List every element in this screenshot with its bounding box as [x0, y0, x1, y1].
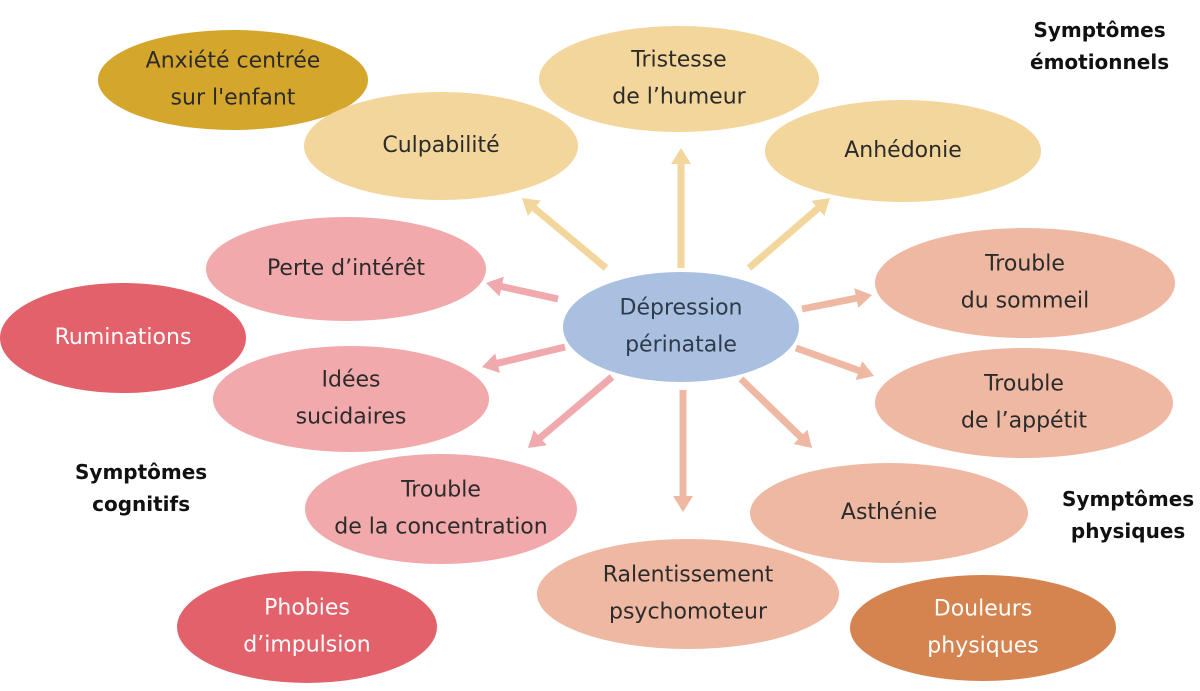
node-trouble-sommeil-label-1: Trouble: [984, 252, 1065, 277]
node-anhedonie-ellipse: [765, 100, 1041, 202]
arrows-layer: [482, 148, 874, 512]
node-trouble-sommeil-label-2: du sommeil: [961, 289, 1089, 314]
node-idees-suicidaires: Idées sucidaires: [213, 346, 489, 452]
node-ruminations: Ruminations: [0, 283, 246, 393]
node-center-ellipse: [563, 272, 799, 382]
node-asthenie-ellipse: [750, 463, 1028, 563]
group-label-physical-line-1: Symptômes: [1062, 487, 1195, 511]
node-tristesse-label-1: Tristesse: [630, 48, 726, 73]
node-phobies-label-2: d’impulsion: [243, 633, 371, 658]
group-label-cognitive-line-1: Symptômes: [75, 460, 208, 484]
arrow-to-trouble-appetit: [794, 344, 874, 380]
node-trouble-appetit-ellipse: [875, 348, 1173, 458]
node-trouble-sommeil-ellipse: [875, 228, 1175, 338]
node-asthenie: Asthénie: [750, 463, 1028, 563]
group-label-physical: Symptômes physiques: [1062, 483, 1194, 547]
node-ralentissement-label-1: Ralentissement: [603, 563, 774, 588]
node-culpabilite: Culpabilité: [304, 92, 578, 200]
node-ralentissement-label-2: psychomoteur: [609, 600, 768, 625]
node-center-label-2: périnatale: [625, 333, 737, 358]
arrow-to-trouble-sommeil: [801, 288, 872, 313]
node-trouble-appetit: Trouble de l’appétit: [875, 348, 1173, 458]
node-trouble-concentration-ellipse: [305, 454, 577, 564]
node-asthenie-label-1: Asthénie: [841, 500, 937, 525]
node-anhedonie-label-1: Anhédonie: [844, 138, 962, 163]
arrow-to-perte-interet: [486, 276, 559, 303]
node-ruminations-label-1: Ruminations: [55, 325, 192, 350]
node-idees-suicidaires-label-1: Idées: [322, 368, 381, 393]
node-anxiete-ellipse: [98, 30, 368, 130]
node-culpabilite-label-1: Culpabilité: [382, 133, 499, 158]
arrow-to-asthenie: [738, 376, 812, 448]
node-trouble-concentration-label-1: Trouble: [400, 478, 481, 503]
node-phobies-ellipse: [177, 571, 437, 683]
node-anxiete-label-2: sur l'enfant: [171, 86, 296, 111]
node-culpabilite-ellipse: [304, 92, 578, 200]
node-idees-suicidaires-label-2: sucidaires: [296, 405, 407, 430]
group-label-cognitive-line-2: cognitifs: [92, 492, 191, 516]
node-trouble-concentration-label-2: de la concentration: [334, 515, 547, 540]
node-douleurs-ellipse: [850, 575, 1116, 681]
arrow-to-culpabilite: [522, 198, 609, 271]
arrow-to-idees-suicidaires: [482, 343, 566, 373]
node-center-label-1: Dépression: [620, 296, 743, 321]
node-perte-interet: Perte d’intérêt: [206, 217, 486, 321]
node-tristesse: Tristesse de l’humeur: [539, 26, 819, 132]
node-perte-interet-label-1: Perte d’intérêt: [267, 256, 425, 281]
node-phobies-label-1: Phobies: [264, 596, 350, 621]
group-label-physical-line-2: physiques: [1070, 519, 1186, 543]
node-perte-interet-ellipse: [206, 217, 486, 321]
node-tristesse-label-2: de l’humeur: [612, 85, 746, 110]
node-trouble-appetit-label-1: Trouble: [983, 372, 1064, 397]
group-label-emotional-line-2: émotionnels: [1030, 50, 1170, 74]
node-anxiete: Anxiété centrée sur l'enfant: [98, 30, 368, 130]
node-anxiete-label-1: Anxiété centrée: [146, 49, 321, 74]
node-douleurs-label-1: Douleurs: [934, 597, 1032, 622]
node-ruminations-ellipse: [0, 283, 246, 393]
node-tristesse-ellipse: [539, 26, 819, 132]
nodes-layer: Anxiété centrée sur l'enfant Tristesse de l…: [0, 26, 1175, 683]
arrow-to-tristesse: [671, 148, 691, 268]
node-idees-suicidaires-ellipse: [213, 346, 489, 452]
group-label-cognitive: Symptômes cognitifs: [75, 456, 207, 520]
node-ralentissement-ellipse: [537, 539, 839, 649]
node-ralentissement: Ralentissement psychomoteur: [537, 539, 839, 649]
arrow-to-trouble-concentration: [528, 374, 615, 448]
node-trouble-sommeil: Trouble du sommeil: [875, 228, 1175, 338]
node-anhedonie: Anhédonie: [765, 100, 1041, 202]
node-center: Dépression périnatale: [563, 272, 799, 382]
node-trouble-appetit-label-2: de l’appétit: [961, 409, 1087, 434]
node-phobies: Phobies d’impulsion: [177, 571, 437, 683]
node-trouble-concentration: Trouble de la concentration: [305, 454, 577, 564]
group-label-emotional-line-1: Symptômes: [1033, 18, 1166, 42]
arrow-to-anhedonie: [746, 198, 830, 271]
group-label-emotional: Symptômes émotionnels: [1030, 14, 1169, 78]
arrow-to-ralentissement: [673, 390, 693, 512]
node-douleurs: Douleurs physiques: [850, 575, 1116, 681]
node-douleurs-label-2: physiques: [927, 634, 1038, 659]
